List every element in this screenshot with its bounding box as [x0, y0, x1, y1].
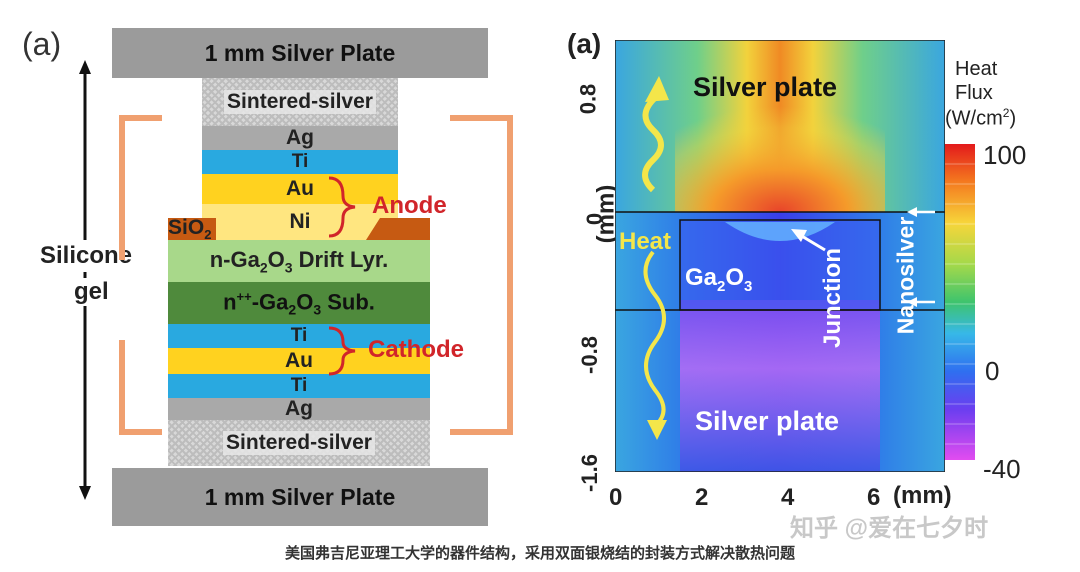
y-tick-minus-0.8: -0.8: [576, 336, 602, 374]
ag-top-label: Ag: [286, 126, 314, 149]
figure-caption: 美国弗吉尼亚理工大学的器件结构，采用双面银烧结的封装方式解决散热问题: [284, 545, 795, 562]
substrate-layer: n++-Ga2O3 Sub.: [168, 282, 430, 324]
cathode-label: Cathode: [368, 336, 464, 363]
x-tick-2: 2: [695, 484, 709, 511]
x-tick-6: 6: [867, 484, 881, 511]
drift-layer: n-Ga2O3 Drift Lyr.: [168, 240, 430, 282]
x-tick-4: 4: [781, 484, 795, 511]
heat-label: Heat: [619, 228, 672, 255]
ag-bottom-layer: Ag: [168, 397, 430, 420]
y-tick-0.8: 0.8: [575, 83, 601, 115]
colorbar-min: -40: [983, 454, 1021, 484]
sio2-right: [366, 218, 430, 240]
anode-label: Anode: [372, 192, 447, 219]
drift-label: n-Ga2O3 Drift Lyr.: [209, 246, 389, 276]
ti-top-layer: Ti: [202, 150, 398, 174]
ti-bottom-layer: Ti: [168, 374, 430, 398]
bottom-silver-plate: 1 mm Silver Plate: [112, 468, 488, 526]
colorbar-max: 100: [983, 140, 1027, 170]
colorbar-title-1: Heat: [955, 58, 998, 80]
colorbar-mid: 0: [985, 356, 1000, 386]
anode-bracket: [328, 176, 356, 238]
top-sintered-silver: Sintered-silver: [202, 78, 398, 126]
gel-label: gel: [74, 278, 109, 306]
substrate-label: n++-Ga2O3 Sub.: [223, 288, 375, 318]
x-axis-unit: (mm): [893, 482, 952, 509]
left-panel: (a) Silicone gel 1 mm Silver Plate Sinte…: [0, 0, 545, 540]
y-tick-0: 0: [582, 212, 608, 226]
ti-top-label: Ti: [291, 151, 309, 172]
silver-plate-top-label: Silver plate: [693, 72, 838, 102]
silicone-label: Silicone: [40, 240, 133, 272]
au-top-label: Au: [286, 177, 314, 200]
ni-layer: Ni: [202, 204, 398, 240]
bottom-plate-label: 1 mm Silver Plate: [204, 483, 396, 510]
au-top-layer: Au: [202, 174, 398, 204]
top-sinter-label: Sintered-silver: [224, 90, 376, 114]
ti-mid-layer: Ti: [168, 324, 430, 348]
ti-mid-label: Ti: [290, 325, 308, 346]
sio2-left: [168, 218, 216, 240]
ag-bottom-label: Ag: [285, 397, 313, 420]
bottom-sintered-silver: Sintered-silver: [168, 420, 430, 466]
ni-label: Ni: [289, 210, 311, 233]
top-plate-label: 1 mm Silver Plate: [204, 39, 396, 66]
cathode-bracket: [328, 326, 356, 376]
colorbar: [945, 144, 975, 460]
au-bottom-label: Au: [285, 349, 313, 372]
right-panel: (a) (mm) 0.8 0 -0.8 -1.6: [545, 0, 1080, 540]
silver-plate-bottom-label: Silver plate: [695, 406, 840, 436]
watermark: 知乎 @爱在七夕时: [790, 515, 989, 542]
left-panel-label: (a): [22, 26, 62, 62]
sio2-label: SiO2: [168, 216, 212, 243]
junction-label: Junction: [819, 248, 846, 348]
silicone-gel-outline: [119, 115, 513, 435]
nanosilver-label: Nanosilver: [892, 216, 919, 335]
ti-bottom-label: Ti: [290, 375, 308, 396]
x-tick-0: 0: [609, 484, 623, 511]
heat-flux-map: [615, 40, 945, 472]
y-tick-minus-1.6: -1.6: [576, 454, 602, 492]
bottom-sinter-label: Sintered-silver: [223, 431, 375, 455]
colorbar-title-3: (W/cm2): [945, 106, 1017, 130]
au-bottom-layer: Au: [168, 348, 430, 374]
ag-top-layer: Ag: [202, 126, 398, 150]
colorbar-title-2: Flux: [955, 82, 993, 104]
right-panel-label: (a): [567, 28, 602, 59]
ga2o3-label: Ga2O3: [685, 264, 753, 295]
top-silver-plate: 1 mm Silver Plate: [112, 28, 488, 78]
